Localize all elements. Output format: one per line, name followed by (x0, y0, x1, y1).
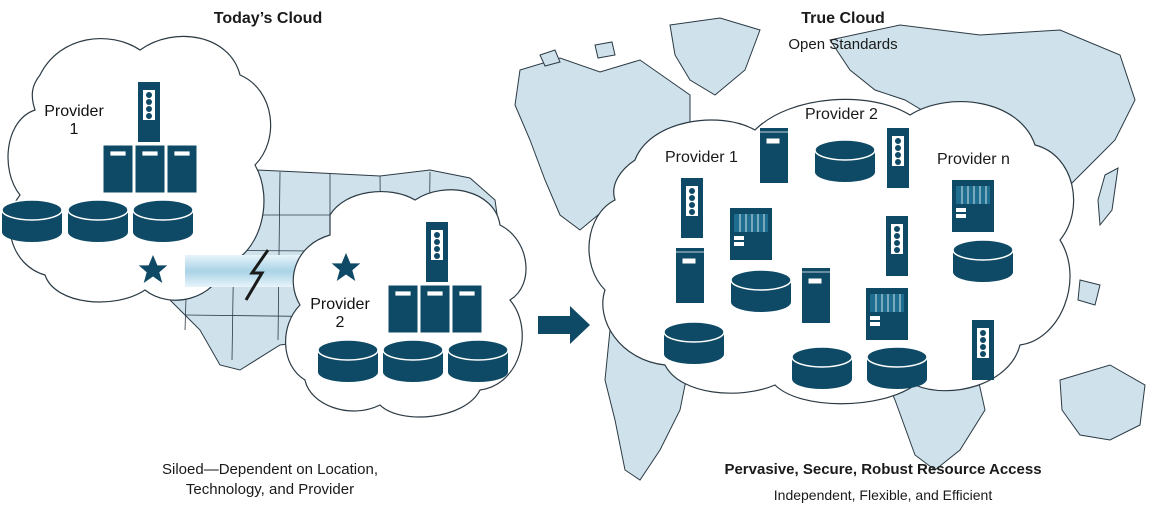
provider-2-label-line1: Provider (310, 296, 370, 313)
provider-1-label-line1: Provider (44, 103, 104, 120)
provider-1-label-line2: 1 (69, 121, 79, 138)
mainframe-icon (102, 144, 134, 194)
storage-icon (1, 199, 63, 243)
right-panel-caption-sub: Independent, Flexible, and Efficient (773, 487, 993, 503)
right-panel-subtitle: Open Standards (788, 36, 898, 53)
transition-arrow-icon (538, 306, 590, 344)
provider-2-label-left: Provider 2 (308, 296, 372, 332)
left-caption-line1: Siloed—Dependent on Location, (162, 461, 378, 478)
true-cloud-provider-2-label: Provider 2 (805, 106, 878, 123)
left-panel-caption: Siloed—Dependent on Location, Technology… (162, 460, 378, 500)
true-cloud-provider-1-label: Provider 1 (665, 149, 738, 166)
right-panel-caption: Pervasive, Secure, Robust Resource Acces… (724, 461, 1042, 478)
left-caption-line2: Technology, and Provider (185, 481, 355, 498)
right-panel-title: True Cloud (801, 10, 885, 27)
true-cloud-provider-n-label: Provider n (937, 151, 1010, 168)
provider-1-label-left: Provider 1 (42, 103, 106, 139)
left-panel-title: Today’s Cloud (213, 10, 323, 27)
provider-2-label-line2: 2 (335, 314, 345, 331)
